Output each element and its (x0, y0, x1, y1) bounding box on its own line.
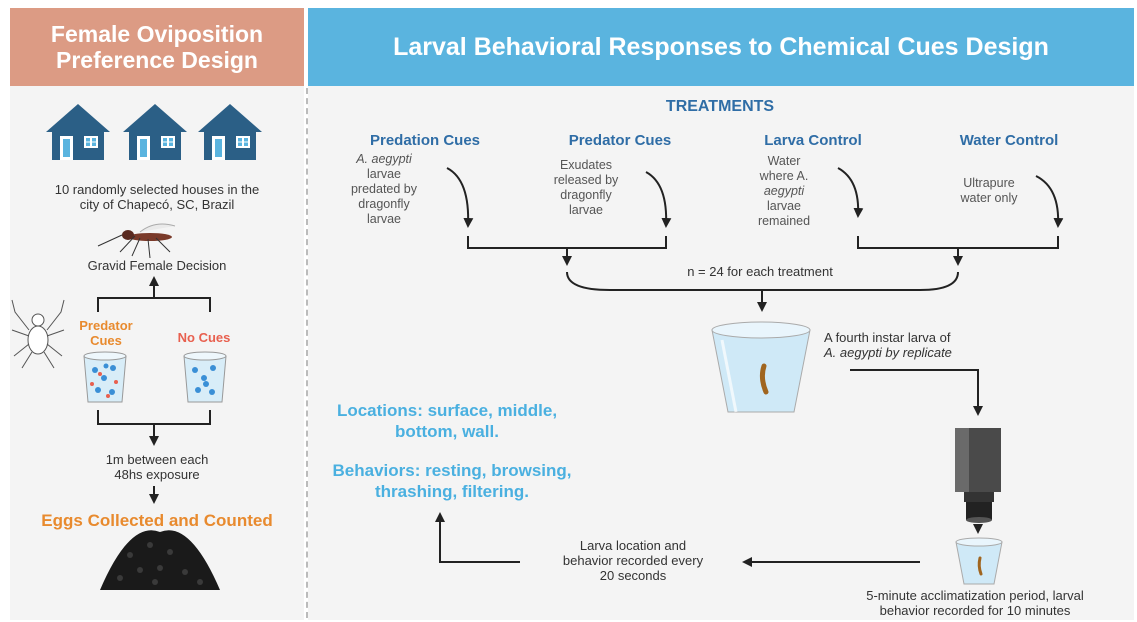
behaviors-line2: thrashing, filtering. (375, 482, 529, 501)
predator-cues-line1: Predator (79, 318, 133, 333)
right-panel-title: Larval Behavioral Responses to Chemical … (308, 8, 1134, 86)
behaviors-line1: Behaviors: resting, browsing, (332, 461, 572, 480)
larva-line1: A fourth instar larva of (824, 330, 951, 345)
desc-line: Ultrapure (963, 176, 1015, 190)
larva-line2: A. aegypti by replicate (824, 345, 952, 360)
predator-cues-line2: Cues (90, 333, 122, 348)
desc-line: dragonfly (358, 197, 410, 211)
right-panel (308, 8, 1134, 620)
treatment-water-desc: Ultrapure water only (944, 176, 1034, 206)
larva-description: A fourth instar larva of A. aegypti by r… (824, 330, 1024, 360)
left-panel-title: Female Oviposition Preference Design (10, 8, 304, 86)
desc-line: water only (960, 191, 1018, 205)
n-per-treatment-text: n = 24 for each treatment (687, 264, 833, 279)
no-cues-label: No Cues (177, 330, 231, 345)
houses-line1: 10 randomly selected houses in the (54, 182, 260, 197)
acclim-line2: behavior recorded for 10 minutes (879, 603, 1071, 618)
beaker-predator-cues (83, 351, 127, 403)
locations-line1: Locations: surface, middle, (336, 401, 558, 420)
treatments-heading: TREATMENTS (665, 98, 775, 115)
desc-line: larvae (366, 167, 402, 181)
panel-divider (306, 88, 308, 618)
exposure-line2: 48hs exposure (114, 467, 200, 482)
camera-icon (955, 428, 1001, 523)
beaker-no-cues (183, 351, 227, 403)
houses-line2: city of Chapecó, SC, Brazil (79, 197, 235, 212)
desc-line: A. aegypti (356, 152, 412, 166)
desc-line: released by (553, 173, 619, 187)
desc-line: where A. (759, 169, 809, 183)
recording-line1: Larva location and (579, 538, 687, 553)
treatment-predation-cues: Predation Cues (369, 132, 481, 149)
spider-icon (11, 299, 65, 369)
treatment-predator-desc: Exudates released by dragonfly larvae (540, 158, 632, 218)
desc-line: Exudates (559, 158, 613, 172)
desc-line: Water (767, 154, 801, 168)
desc-line: aegypti (763, 184, 805, 198)
desc-line: remained (757, 214, 811, 228)
treatment-larva-desc: Water where A. aegypti larvae remained (744, 154, 824, 229)
decision-text: Gravid Female Decision (87, 258, 227, 273)
predator-cues-label: Predator Cues (66, 318, 146, 348)
house-icon (198, 104, 262, 160)
recording-line3: 20 seconds (599, 568, 667, 583)
larva-cup-icon (711, 321, 811, 413)
treatment-larva-control: Larva Control (764, 132, 862, 149)
treatment-predator-cues: Predator Cues (568, 132, 672, 149)
house-icon (123, 104, 187, 160)
left-title-line2: Preference Design (56, 47, 258, 73)
desc-line: predated by (350, 182, 418, 196)
acclim-line1: 5-minute acclimatization period, larval (866, 588, 1084, 603)
desc-line: larvae (366, 212, 402, 226)
house-icon (46, 104, 110, 160)
locations-text: Locations: surface, middle, bottom, wall… (312, 400, 582, 442)
mosquito-icon (97, 223, 176, 259)
treatment-water-control: Water Control (959, 132, 1059, 149)
exposure-text: 1m between each 48hs exposure (20, 452, 294, 482)
eggs-pile-icon (100, 530, 220, 590)
left-title-line1: Female Oviposition (50, 21, 264, 47)
houses-description: 10 randomly selected houses in the city … (20, 182, 294, 212)
exposure-line1: 1m between each (105, 452, 209, 467)
eggs-collected-text: Eggs Collected and Counted (41, 511, 273, 530)
desc-line: larvae (766, 199, 802, 213)
treatment-predation-desc: A. aegypti larvae predated by dragonfly … (338, 152, 430, 227)
behaviors-text: Behaviors: resting, browsing, thrashing,… (312, 460, 592, 502)
locations-line2: bottom, wall. (395, 422, 499, 441)
recording-text: Larva location and behavior recorded eve… (528, 538, 738, 583)
acclimatization-text: 5-minute acclimatization period, larval … (820, 588, 1130, 618)
desc-line: larvae (568, 203, 604, 217)
recording-line2: behavior recorded every (562, 553, 704, 568)
small-cup-icon (955, 537, 1003, 585)
desc-line: dragonfly (560, 188, 612, 202)
